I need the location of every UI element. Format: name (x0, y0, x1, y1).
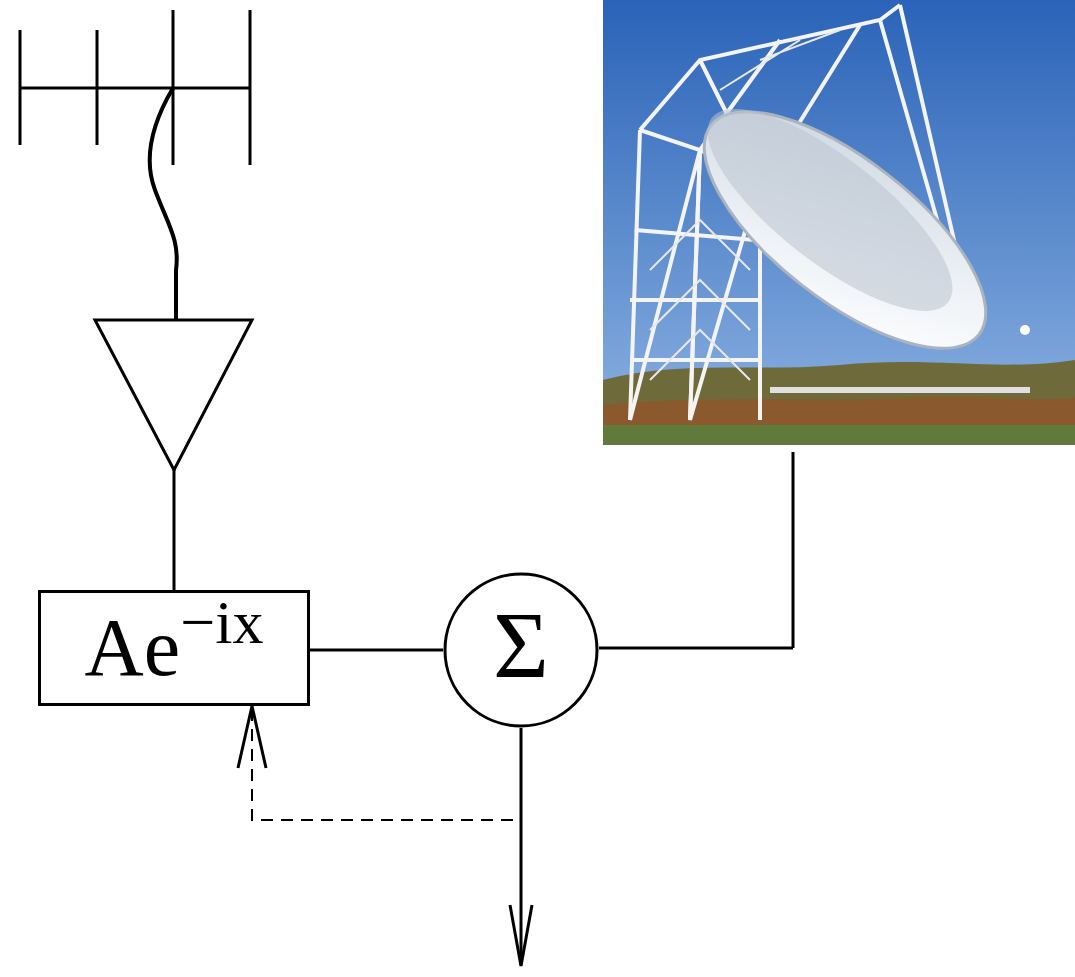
signal-connector (310, 650, 443, 651)
wire (792, 452, 795, 648)
summing-junction: Σ (443, 572, 599, 728)
wire (173, 470, 176, 590)
feedback-connector (238, 706, 521, 820)
sum-symbol: Σ (493, 598, 549, 694)
antenna-symbol (20, 10, 250, 165)
telescope-photo (603, 0, 1075, 445)
exponent-label: −ix (180, 591, 263, 653)
output-arrowhead (510, 905, 532, 966)
output-line (520, 728, 523, 965)
cable (150, 88, 177, 320)
wire (599, 647, 793, 650)
amplifier-symbol (95, 320, 252, 470)
arrowhead (238, 706, 266, 768)
box-label: Ae (85, 607, 181, 689)
gain-phase-box: Ae−ix (38, 590, 310, 706)
